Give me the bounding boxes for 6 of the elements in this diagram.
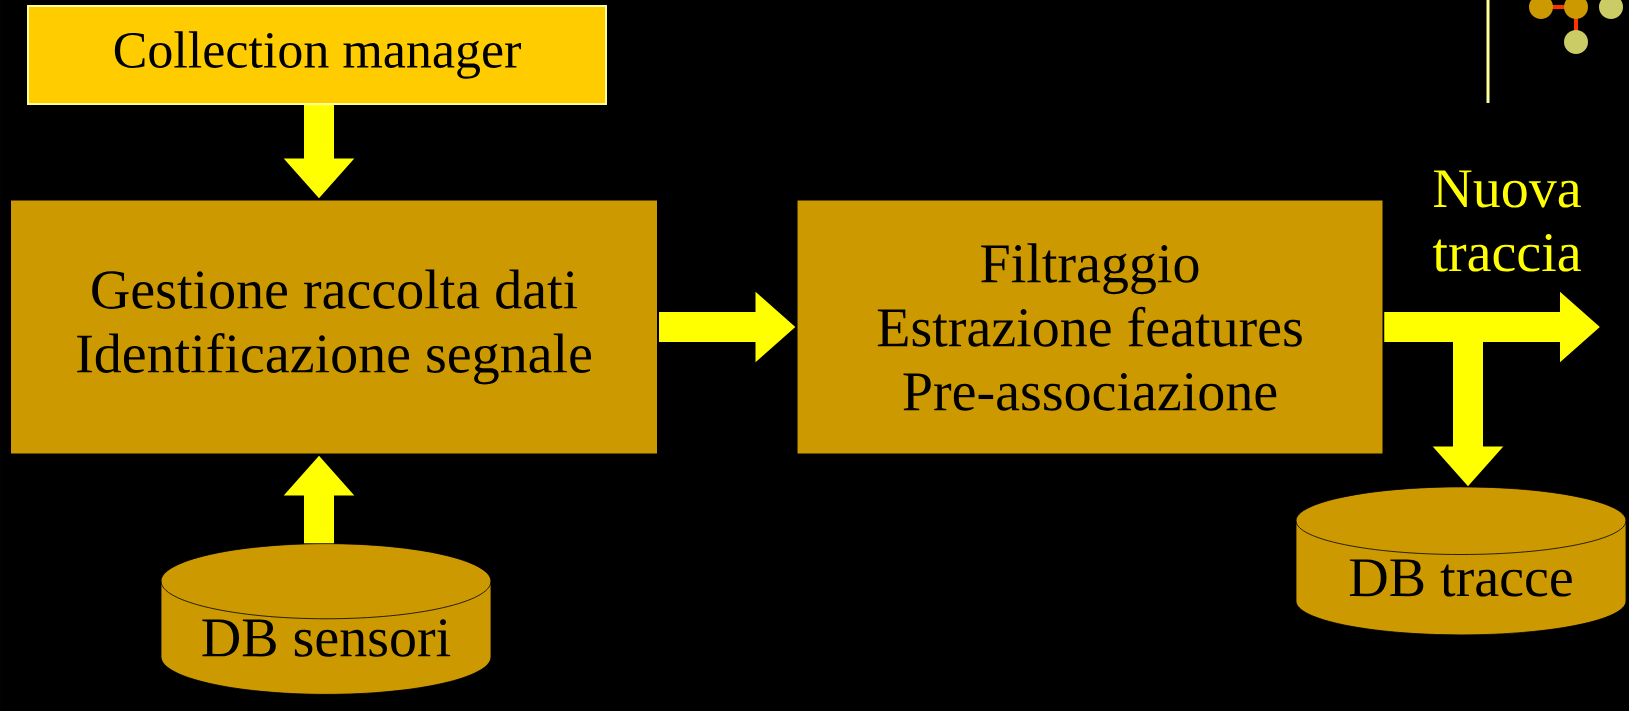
process-box: Gestione raccolta dati Identificazione segnale	[9, 198, 659, 456]
edge-label: Nuova traccia	[1410, 168, 1604, 274]
process-box: Collection manager	[27, 5, 607, 105]
database-cylinder: DB sensori	[160, 543, 492, 695]
process-box: Filtraggio Estrazione features Pre-associazione	[795, 198, 1385, 456]
database-cylinder: DB tracce	[1295, 486, 1627, 636]
